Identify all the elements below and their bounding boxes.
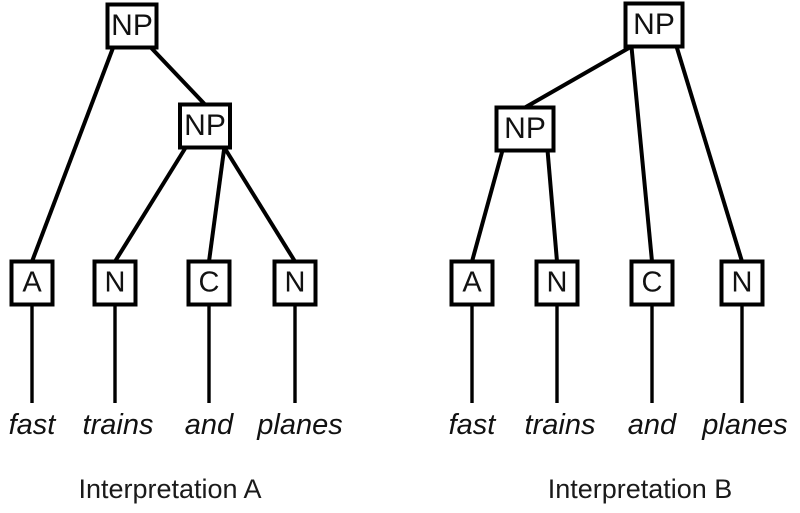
node-box [629, 259, 675, 307]
tree-edge [30, 46, 116, 263]
tree-edge [113, 146, 188, 263]
tree-edge [524, 44, 633, 110]
tree-node-np[interactable]: NP [105, 2, 159, 50]
word-label: planes [256, 409, 342, 441]
word-label: and [185, 409, 234, 441]
node-box [105, 2, 159, 50]
tree-node-n[interactable]: N [719, 259, 765, 307]
word-label: and [628, 409, 677, 441]
tree-node-n[interactable]: N [92, 259, 138, 307]
tree-node-n[interactable]: N [534, 259, 580, 307]
node-box [623, 1, 685, 49]
tree-edge [674, 45, 744, 263]
node-label: NP [111, 9, 153, 42]
node-label: NP [184, 109, 226, 142]
tree-node-a[interactable]: A [449, 259, 495, 307]
node-label: N [285, 267, 306, 299]
tree-edges-layer [30, 44, 744, 263]
captions-layer: Interpretation A Interpretation B [78, 474, 732, 504]
word-label: fast [9, 409, 58, 441]
node-box [9, 259, 55, 307]
word-label: trains [525, 409, 596, 441]
node-label: N [105, 267, 126, 299]
tree-node-c[interactable]: C [186, 259, 232, 307]
node-label: N [732, 267, 753, 299]
node-label: C [199, 267, 220, 299]
word-label: fast [449, 409, 498, 441]
tree-node-np[interactable]: NP [623, 1, 685, 49]
tree-node-np[interactable]: NP [178, 102, 232, 150]
tree-node-np[interactable]: NP [494, 105, 556, 153]
node-label: A [22, 267, 42, 299]
node-box [534, 259, 580, 307]
tree-node-c[interactable]: C [629, 259, 675, 307]
node-box [178, 102, 232, 150]
node-label: C [642, 267, 663, 299]
node-label: NP [504, 112, 546, 145]
word-label: planes [701, 409, 787, 441]
tree-node-n[interactable]: N [272, 259, 318, 307]
tree-edge [545, 150, 559, 262]
tree-caption: Interpretation B [548, 474, 733, 504]
node-box [449, 259, 495, 307]
node-label: N [547, 267, 568, 299]
tree-edge [222, 146, 297, 263]
node-label: NP [633, 8, 675, 41]
node-box [494, 105, 556, 153]
tree-edge [149, 46, 207, 106]
node-box [272, 259, 318, 307]
node-box [719, 259, 765, 307]
node-box [92, 259, 138, 307]
tree-edge [207, 147, 227, 262]
tree-caption: Interpretation A [78, 474, 261, 504]
tree-node-a[interactable]: A [9, 259, 55, 307]
tree-nodes-layer: NP NP A N C N NP NP A N C N [9, 1, 765, 307]
node-box [186, 259, 232, 307]
word-label: trains [83, 409, 154, 441]
word-labels-layer: fast trains and planes fast trains and planes [9, 409, 788, 441]
tree-edge [629, 46, 654, 262]
tree-edge [470, 149, 505, 263]
node-label: A [462, 267, 482, 299]
terminal-stems-layer [30, 306, 744, 403]
